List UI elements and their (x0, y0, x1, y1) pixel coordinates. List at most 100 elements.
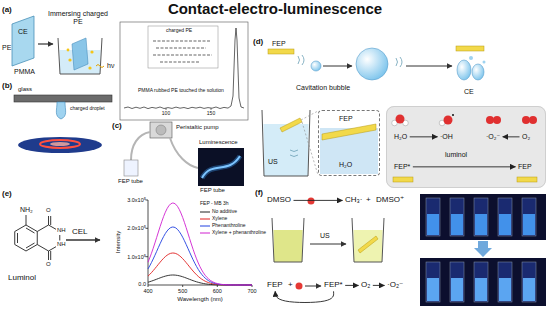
luminol-structure (37, 245, 48, 252)
axis-title: Intensity (115, 231, 122, 253)
species-label: FEP* (394, 163, 410, 171)
vial-photo (522, 262, 536, 302)
luminol-structure (26, 243, 35, 248)
spectrum-curve (148, 275, 252, 285)
reaction-arrow (413, 166, 516, 167)
vial-photo (522, 198, 536, 236)
luminescence-photo (198, 148, 244, 186)
species-label: O₂ (522, 133, 530, 141)
process-arrow (323, 66, 352, 67)
inset-label: charged PE (166, 28, 192, 34)
beaker (67, 49, 70, 52)
vial-photo (450, 262, 464, 302)
molecule (529, 116, 537, 124)
spectrum-inset (153, 40, 210, 41)
chart-legend: No additiveXylenePhenanthrolineXylene + … (200, 208, 266, 236)
process-arrow (38, 43, 53, 44)
legend-text: No additive (212, 209, 237, 215)
reaction-panel (386, 106, 546, 188)
legend-line (200, 224, 210, 228)
chart-axes (146, 200, 253, 287)
axis-tick: 500 (178, 288, 187, 294)
spectrum-inset (156, 47, 206, 48)
reaction-arrow (294, 200, 343, 201)
fep-strip (268, 49, 294, 54)
spectrum-inset (166, 108, 167, 110)
electron (296, 198, 315, 290)
species: FEP (266, 281, 284, 290)
species-label: O₂ (361, 281, 370, 290)
light-emission (96, 65, 104, 68)
luminol-structure (17, 233, 18, 243)
vial-photo (474, 198, 488, 236)
part-label: PMMA (14, 68, 35, 76)
legend-entry: Xylene + phenanthroline (200, 229, 266, 236)
species: FEP* (393, 163, 411, 171)
peristaltic-pump (150, 122, 172, 138)
ultrasonic-bath (262, 110, 310, 176)
spectrum-inset (153, 54, 212, 55)
process-arrow (323, 66, 452, 67)
chart-title: FEP - MB 3h (200, 201, 229, 207)
vial-photo (499, 214, 511, 235)
legend-text: Xylene + phenanthroline (212, 230, 266, 236)
part-label: FEP tube (200, 187, 225, 194)
part-label: CE (18, 28, 28, 36)
droplet (56, 102, 65, 119)
cavitation-bubble (483, 61, 486, 64)
ultrasonic-bath (290, 150, 298, 157)
legend-entry: No additive (200, 208, 266, 215)
luminol-structure (49, 247, 56, 251)
spectrum-curve (148, 227, 252, 285)
process-arrow (305, 286, 321, 287)
zoom-detail (320, 124, 378, 174)
beaker (68, 58, 71, 61)
luminol-structure (37, 225, 48, 232)
panel-letter: (a) (2, 6, 12, 15)
molecule (444, 116, 453, 125)
part-label: Cavitation bubble (296, 84, 350, 92)
vial (352, 218, 384, 262)
peristaltic-pump (156, 125, 166, 135)
cavitation-bubble (469, 56, 473, 60)
vial-photo (523, 278, 535, 301)
process-arrow (310, 244, 346, 245)
part-label: charged droplet (70, 106, 105, 112)
light-emission (96, 65, 104, 68)
vial-photo (427, 214, 439, 235)
zoom-line (301, 111, 318, 120)
spectrum-curve (148, 203, 252, 285)
axis-tick: 150 (207, 111, 215, 117)
legend-entry: Phenanthroline (200, 222, 266, 229)
axis-title: Wavelength (nm) (177, 296, 222, 303)
process-arrow (66, 240, 100, 241)
cavitation-bubble (472, 64, 484, 80)
molecule (393, 177, 413, 182)
pe-sheet (12, 16, 34, 66)
process-arrow (38, 44, 53, 45)
axis-tick: 0.0 (138, 281, 146, 287)
molecule (522, 116, 530, 124)
legend-text: Xylene (212, 216, 227, 222)
emission-label: hν (107, 62, 114, 70)
reaction-arrow (373, 285, 385, 286)
plus-sign: + (366, 196, 371, 205)
luminol-structure (50, 216, 51, 225)
ultrasonic-bath (263, 124, 308, 176)
part-label: glass (18, 86, 32, 93)
reaction-arrow (410, 136, 438, 137)
reaction-arrow (275, 291, 333, 302)
molecule (396, 115, 405, 124)
beaker (58, 38, 102, 74)
glass-bar (14, 95, 112, 102)
reaction-panel (386, 106, 546, 188)
electrode-disc (40, 140, 80, 148)
process-arrow (305, 244, 346, 286)
molecule (493, 116, 501, 124)
fep-tube (124, 132, 198, 176)
part-label: Luminescence (199, 139, 238, 146)
beaker (90, 50, 93, 53)
spectrum-curve (148, 253, 252, 285)
axis-tick: 700 (247, 288, 256, 294)
species-label: ·OH (440, 133, 453, 141)
